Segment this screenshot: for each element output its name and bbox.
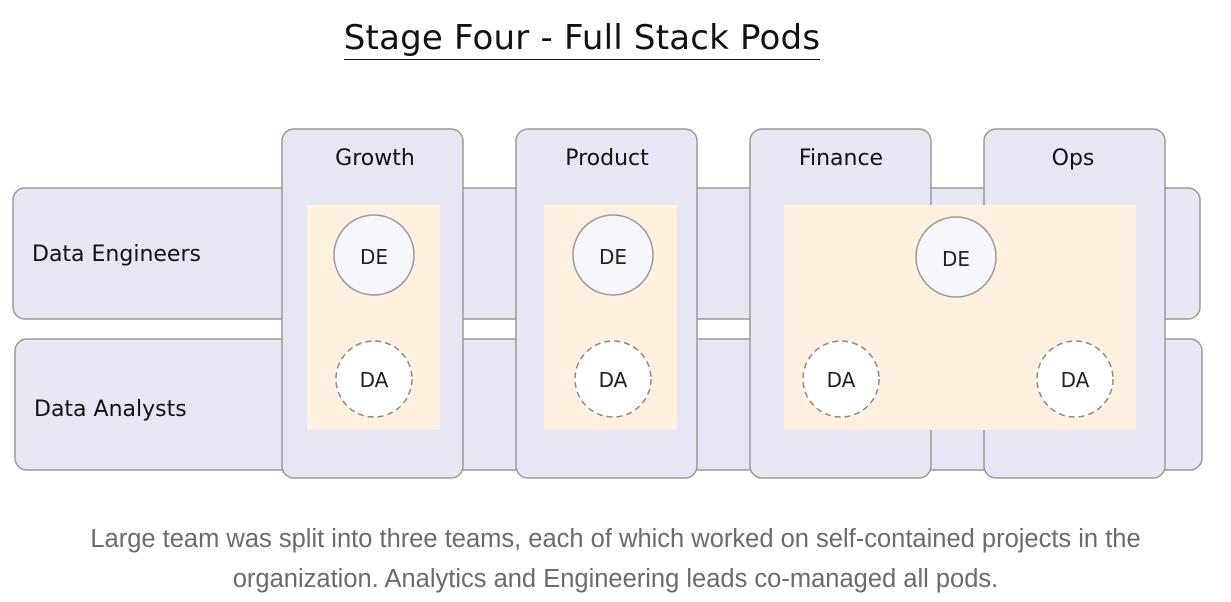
row-label-engineers: Data Engineers [32, 242, 201, 267]
da-node-label: DA [827, 368, 856, 392]
da-node-label: DA [1061, 368, 1090, 392]
de-node-label: DE [599, 245, 627, 269]
de-node-label: DE [360, 245, 388, 269]
pod-label-growth: Growth [335, 146, 415, 171]
de-node-growth: DE [333, 214, 415, 296]
da-node-growth: DA [335, 340, 413, 418]
pod-label-product: Product [565, 146, 649, 171]
da-node-ops: DA [1036, 340, 1114, 418]
de-node-product: DE [572, 214, 654, 296]
diagram-title-text: Stage Four - Full Stack Pods [343, 18, 821, 60]
da-node-product: DA [574, 340, 652, 418]
da-node-label: DA [360, 368, 389, 392]
pod-label-ops: Ops [1052, 146, 1095, 171]
da-node-label: DA [599, 368, 628, 392]
diagram-title: Stage Four - Full Stack Pods [0, 18, 1164, 60]
de-node-label: DE [942, 247, 970, 271]
de-node-finance-ops: DE [915, 216, 997, 298]
da-node-finance: DA [802, 340, 880, 418]
row-label-analysts: Data Analysts [34, 397, 187, 422]
diagram-caption: Large team was split into three teams, e… [90, 525, 1141, 593]
pod-label-finance: Finance [799, 146, 883, 171]
